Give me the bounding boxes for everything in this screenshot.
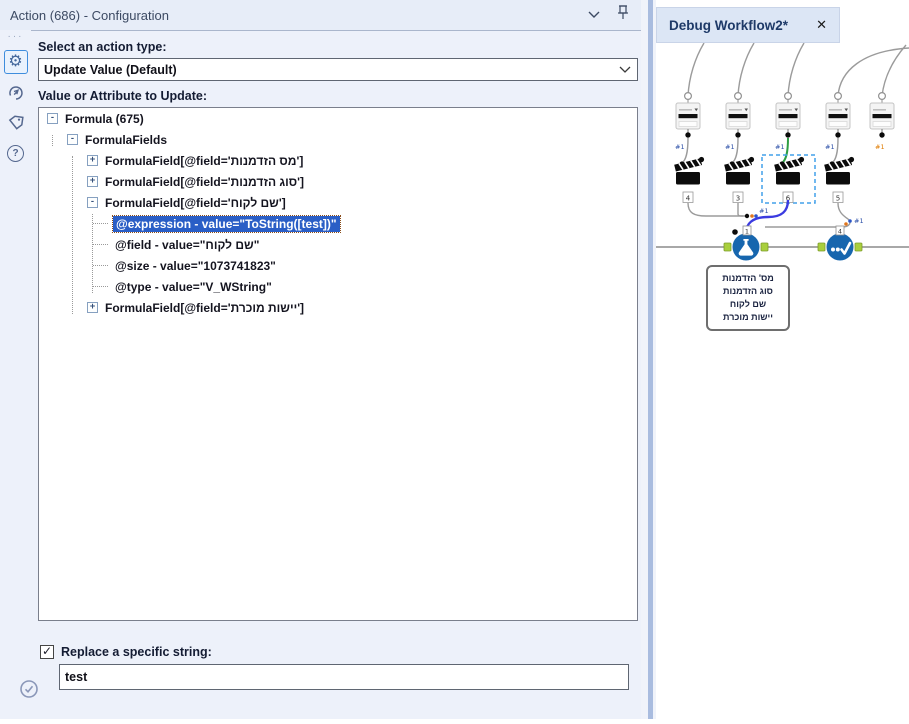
dropdown-tool — [869, 91, 895, 138]
svg-text:5: 5 — [836, 195, 840, 203]
action-type-value: Update Value (Default) — [44, 62, 177, 77]
dropdown-tool — [775, 91, 801, 138]
dropdown-tool — [675, 91, 701, 138]
action-tool: 5 — [824, 156, 855, 203]
configuration-title: Action (686) - Configuration — [10, 7, 169, 23]
tree-row[interactable]: @type - value="V_WString" — [39, 276, 637, 297]
collapse-chevron-icon[interactable] — [587, 6, 601, 24]
action-tools[interactable]: 4 3 6 — [674, 154, 855, 204]
configuration-header: Action (686) - Configuration — [0, 0, 641, 31]
action-tool: 3 — [724, 156, 755, 203]
workflow-panel: Debug Workflow2* ✕ — [656, 0, 909, 719]
tree-row[interactable]: - Formula (675) — [39, 108, 637, 129]
dropdown-tools[interactable] — [675, 91, 895, 138]
svg-text:#1: #1 — [875, 143, 885, 151]
workflow-tab[interactable]: Debug Workflow2* ✕ — [656, 7, 840, 43]
svg-text:4: 4 — [686, 195, 691, 203]
svg-text:1: 1 — [745, 228, 749, 236]
svg-text:#1: #1 — [759, 207, 769, 215]
dots-check-icon — [831, 241, 852, 255]
config-sidebar: ··· ⚙ ? — [0, 30, 31, 719]
replace-string-checkbox[interactable]: ✓ — [40, 644, 54, 659]
action-tool-selected: 6 — [761, 154, 816, 204]
svg-text:#1: #1 — [725, 143, 735, 151]
svg-text:#1: #1 — [854, 217, 864, 225]
workflow-graphics: #1 #1 #1 #1 #1 4 — [656, 42, 909, 261]
tree-expander[interactable]: - — [47, 113, 58, 124]
replace-string-input[interactable]: test — [59, 664, 629, 690]
workflow-tab-title: Debug Workflow2* — [669, 17, 789, 33]
tree-row[interactable]: - FormulaFields — [39, 129, 637, 150]
tree-row[interactable]: @size - value="1073741823" — [39, 255, 637, 276]
svg-text:#1: #1 — [775, 143, 785, 151]
action-type-dropdown[interactable]: Update Value (Default) — [38, 58, 638, 81]
chevron-down-icon — [619, 66, 631, 73]
replace-string-label: Replace a specific string: — [61, 645, 212, 659]
tree-guide — [72, 156, 73, 314]
settings-gear-icon[interactable]: ⚙ — [3, 50, 28, 74]
run-sync-icon[interactable] — [5, 82, 27, 104]
tree-expander[interactable]: - — [87, 197, 98, 208]
tree-guide — [52, 135, 53, 146]
test-tool[interactable]: 4 — [826, 225, 854, 261]
io-anchors — [723, 242, 863, 252]
tree-guide — [92, 214, 93, 293]
workflow-canvas[interactable]: #1 #1 #1 #1 #1 4 — [656, 42, 909, 719]
pin-icon[interactable] — [615, 4, 631, 26]
flask-icon — [738, 239, 754, 256]
tree-row[interactable]: + FormulaField[@field='יישות מוכרת'] — [39, 297, 637, 318]
xml-attribute-tree[interactable]: - Formula (675) - FormulaFields + Formul… — [38, 107, 638, 621]
comment-box[interactable]: מס' הזדמנות סוג הזדמנות שם לקוח יישות מו… — [706, 265, 790, 331]
svg-text:#1: #1 — [825, 143, 835, 151]
tree-row[interactable]: @field - value="שם לקוח" — [39, 234, 637, 255]
tree-row-selected[interactable]: @expression - value="ToString([test])" — [39, 213, 637, 234]
tree-row[interactable]: + FormulaField[@field='סוג הזדמנות'] — [39, 171, 637, 192]
svg-text:3: 3 — [736, 195, 740, 203]
tree-row[interactable]: - FormulaField[@field='שם לקוח'] — [39, 192, 637, 213]
action-tool: 4 — [674, 156, 705, 203]
svg-text:4: 4 — [838, 228, 842, 236]
tree-expander[interactable]: + — [87, 155, 98, 166]
formula-tool[interactable]: 1 — [732, 225, 760, 261]
svg-text:6: 6 — [786, 195, 791, 203]
tag-icon[interactable] — [5, 112, 27, 134]
tree-expander[interactable]: + — [87, 302, 98, 313]
incoming-wires — [687, 42, 909, 97]
tab-close-icon[interactable]: ✕ — [816, 17, 827, 32]
tree-expander[interactable]: + — [87, 176, 98, 187]
panel-splitter[interactable] — [641, 0, 656, 719]
tree-row[interactable]: + FormulaField[@field='מס הזדמנות'] — [39, 150, 637, 171]
tree-label: Value or Attribute to Update: — [38, 89, 207, 103]
action-type-label: Select an action type: — [38, 40, 167, 54]
connection-labels: #1 #1 #1 #1 #1 — [675, 143, 885, 151]
tree-expander[interactable]: - — [67, 134, 78, 145]
more-dots-icon[interactable]: ··· — [7, 31, 24, 42]
dropdown-tool — [825, 91, 851, 138]
configuration-panel: Action (686) - Configuration ··· ⚙ — [0, 0, 642, 719]
dropdown-tool — [725, 91, 751, 138]
validate-check-icon — [19, 679, 39, 704]
svg-text:#1: #1 — [675, 143, 685, 151]
help-icon[interactable]: ? — [5, 142, 27, 164]
action-output-wires — [687, 199, 851, 234]
